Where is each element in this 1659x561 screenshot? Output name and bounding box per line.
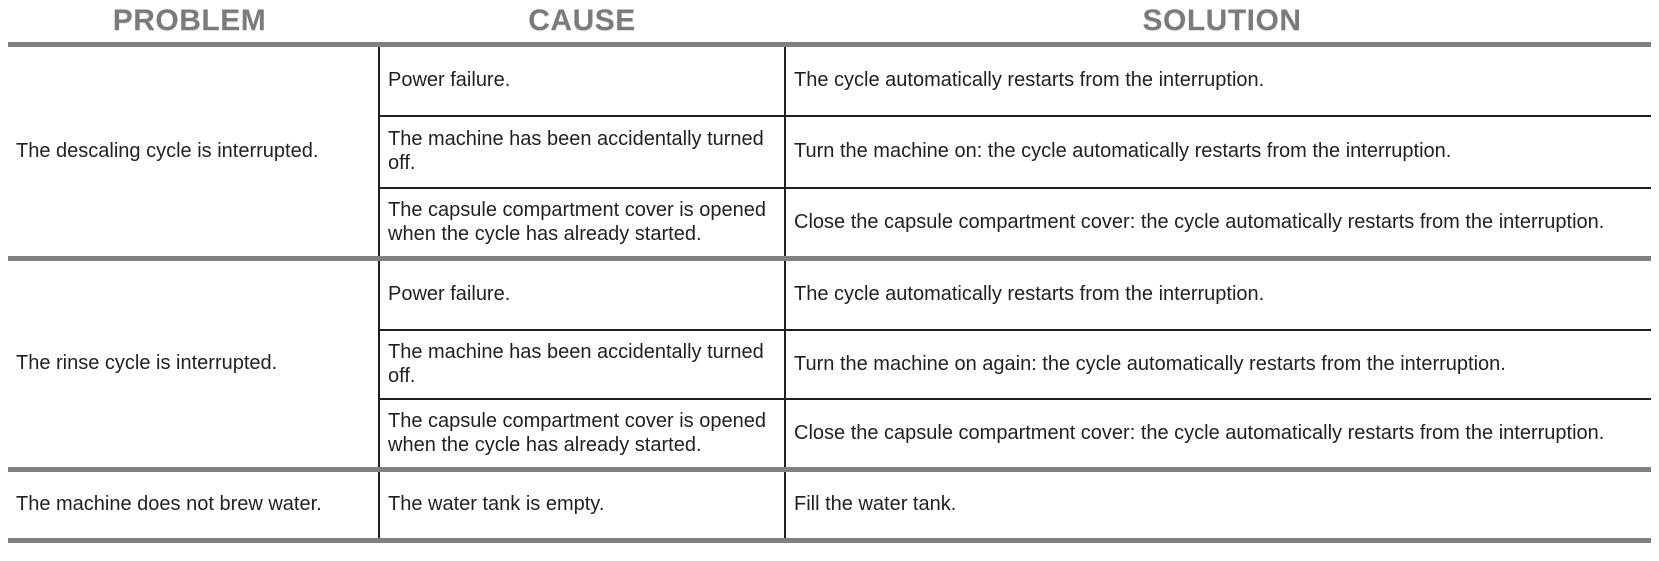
cell-cause: The machine has been accidentally turned…	[378, 329, 785, 399]
cell-cause: The capsule compartment cover is opened …	[378, 398, 785, 470]
cell-cause: Power failure.	[378, 256, 785, 330]
column-header-solution: SOLUTION	[1142, 4, 1302, 37]
column-header-cause: CAUSE	[528, 4, 636, 37]
cell-cause: The water tank is empty.	[378, 467, 785, 543]
cell-cause: The machine has been accidentally turned…	[378, 115, 785, 188]
table-row: The capsule compartment cover is opened …	[8, 187, 1651, 259]
cell-solution: Turn the machine on: the cycle automatic…	[784, 115, 1651, 188]
cell-solution: Close the capsule compartment cover: the…	[784, 187, 1651, 259]
troubleshooting-table: The descaling cycle is interrupted. Powe…	[8, 42, 1651, 543]
cell-cause: The capsule compartment cover is opened …	[378, 187, 785, 259]
table-row: The descaling cycle is interrupted. Powe…	[8, 42, 1651, 259]
cell-solution: Turn the machine on again: the cycle aut…	[784, 329, 1651, 399]
cell-solution: Fill the water tank.	[784, 467, 1651, 543]
table-row: The rinse cycle is interrupted. Power fa…	[8, 256, 1651, 470]
cell-cause: Power failure.	[378, 42, 785, 116]
table-row: The machine does not brew water. The wat…	[8, 467, 1651, 543]
table-header-row: PROBLEM CAUSE SOLUTION	[0, 0, 1659, 42]
cell-problem: The rinse cycle is interrupted.	[8, 256, 379, 470]
table-row: The capsule compartment cover is opened …	[8, 398, 1651, 470]
cell-solution: The cycle automatically restarts from th…	[784, 256, 1651, 330]
table-row: The machine has been accidentally turned…	[8, 115, 1651, 188]
cell-solution: Close the capsule compartment cover: the…	[784, 398, 1651, 470]
cell-problem: The descaling cycle is interrupted.	[8, 42, 379, 259]
cell-problem: The machine does not brew water.	[8, 467, 379, 543]
column-header-problem: PROBLEM	[112, 4, 267, 37]
cell-solution: The cycle automatically restarts from th…	[784, 42, 1651, 116]
table-row: The machine has been accidentally turned…	[8, 329, 1651, 399]
